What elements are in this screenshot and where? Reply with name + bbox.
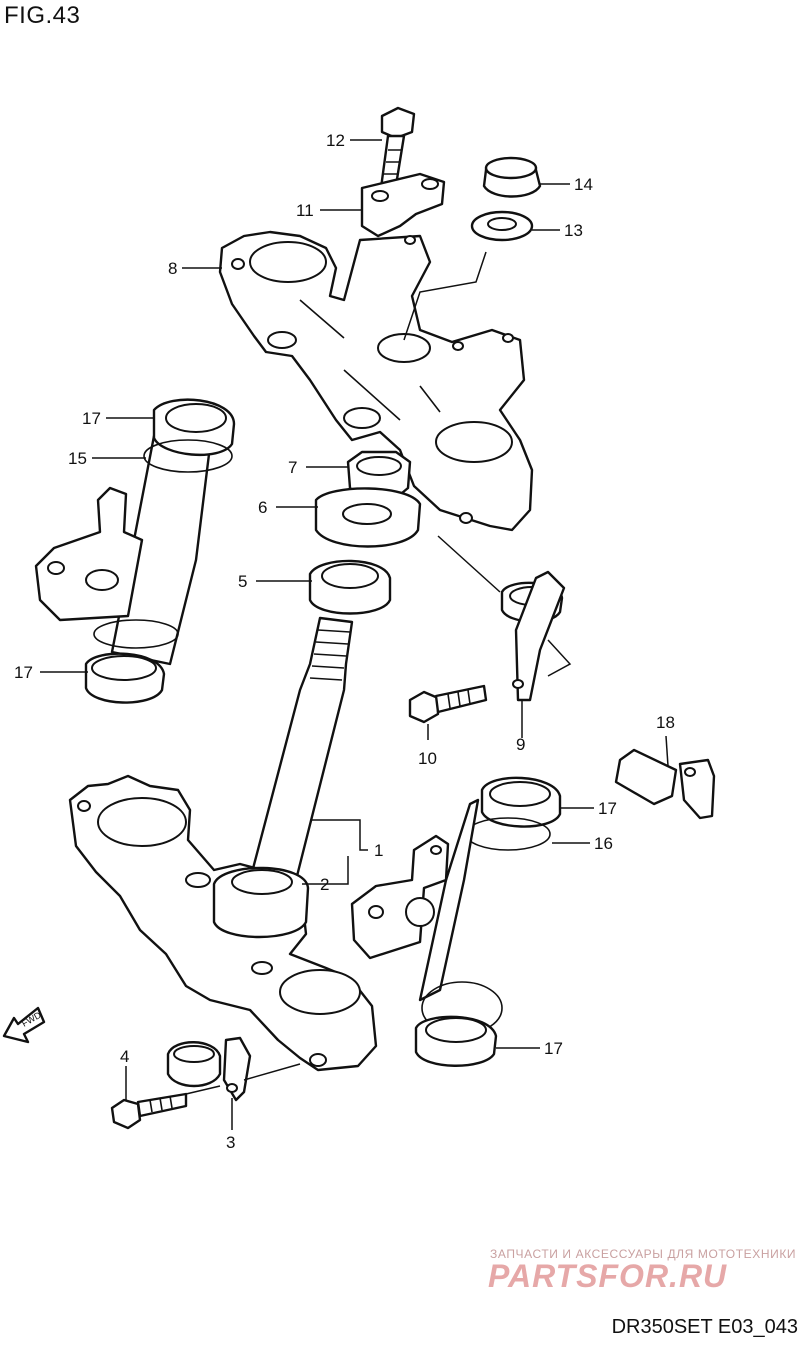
callout-9: 9 xyxy=(516,735,525,754)
callout-16: 16 xyxy=(594,834,613,853)
callout-1: 1 xyxy=(374,841,383,860)
part-3-hose-clamp xyxy=(166,1036,252,1102)
callout-8: 8 xyxy=(168,259,177,278)
leader-lines xyxy=(40,139,669,1130)
callout-6: 6 xyxy=(258,498,267,517)
part-2-lower-bearing xyxy=(212,866,310,939)
callout-11: 11 xyxy=(296,201,314,220)
part-8-upper-bracket xyxy=(218,230,534,532)
callout-17-upper-left: 17 xyxy=(82,409,101,428)
watermark-tagline: ЗАПЧАСТИ И АКСЕССУАРЫ ДЛЯ МОТОТЕХНИКИ xyxy=(490,1247,797,1261)
callout-17-lower-left: 17 xyxy=(14,663,33,682)
part-5-upper-bearing xyxy=(308,559,392,615)
footer-code: DR350SET E03_043 xyxy=(611,1316,798,1338)
part-4-bolt xyxy=(110,1092,188,1130)
fwd-arrow-icon xyxy=(2,1006,46,1044)
figure-title: FIG.43 xyxy=(4,2,81,29)
callout-numbers: 12 11 8 14 13 17 15 7 6 5 17 10 9 18 17 … xyxy=(14,131,675,1152)
callout-12: 12 xyxy=(326,131,345,150)
watermark-brand: PARTSFOR.RU xyxy=(488,1258,728,1294)
callout-2: 2 xyxy=(320,875,329,894)
part-15-left-cable-guide xyxy=(34,398,236,704)
part-18-ignition-switch xyxy=(614,748,716,820)
part-11-handlebar-clamp xyxy=(360,172,446,238)
callout-13: 13 xyxy=(564,221,583,240)
callout-5: 5 xyxy=(238,572,247,591)
callout-17-upper-right: 17 xyxy=(598,799,617,818)
callout-17-lower-right: 17 xyxy=(544,1039,563,1058)
callout-14: 14 xyxy=(574,175,593,194)
callout-4: 4 xyxy=(120,1047,129,1066)
callout-7: 7 xyxy=(288,458,297,477)
part-9-cable-bracket xyxy=(500,570,566,702)
callout-15: 15 xyxy=(68,449,87,468)
part-6-dust-seal xyxy=(314,487,422,548)
callout-10: 10 xyxy=(418,749,437,768)
callout-3: 3 xyxy=(226,1133,235,1152)
part-10-bolt xyxy=(408,684,488,724)
callout-18: 18 xyxy=(656,713,675,732)
part-16-right-cable-guide xyxy=(350,776,562,1067)
part-14-cap-nut xyxy=(482,156,542,198)
part-13-washer xyxy=(470,210,534,242)
